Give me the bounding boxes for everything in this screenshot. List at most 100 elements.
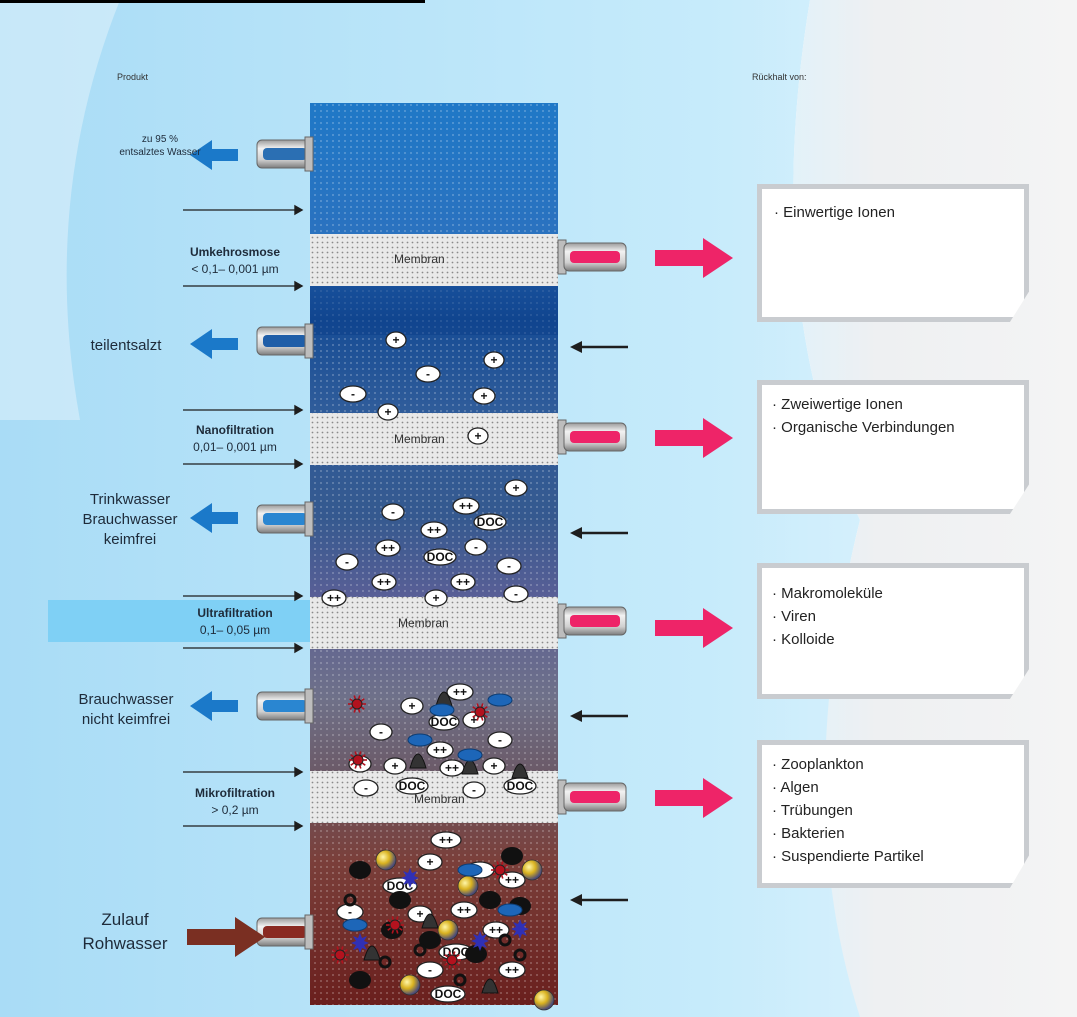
ion-symbol: ++	[505, 873, 519, 887]
ion-particle: +	[504, 479, 528, 497]
ion-shape	[335, 553, 359, 571]
retention-item-text: Makromoleküle	[781, 585, 883, 602]
ion-symbol: ++	[433, 743, 447, 757]
ion-particle: +	[472, 387, 496, 405]
ion-particle: +	[482, 757, 506, 775]
product-header: Produkt	[117, 72, 149, 82]
ion-particle: ++	[420, 521, 448, 539]
ion-symbol: +	[470, 713, 477, 727]
retention-item: · Kolloide	[772, 631, 835, 648]
ion-shape	[424, 589, 448, 607]
ion-particle: DOC	[428, 713, 460, 731]
product-line: zu 95 %	[141, 134, 179, 145]
ion-shape	[426, 741, 454, 759]
ion-symbol: -	[345, 555, 349, 569]
process-name: Ultrafiltration	[197, 606, 273, 620]
product-arrow-icon	[190, 691, 238, 721]
ion-particle: +	[424, 589, 448, 607]
pipe-inner	[263, 513, 307, 525]
ion-shape	[339, 385, 367, 403]
retention-item: · Makromoleküle	[772, 585, 883, 602]
ion-symbol: ++	[377, 575, 391, 589]
product-label-partial: teilentsalzt	[56, 336, 196, 356]
ion-shape	[415, 365, 441, 383]
retention-item-text: Organische Verbindungen	[781, 419, 955, 436]
ion-particle: DOC	[473, 513, 507, 531]
ion-symbol: ++	[489, 923, 503, 937]
retention-item: · Trübungen	[772, 802, 853, 819]
top-rule	[0, 0, 425, 3]
ion-particle: -	[464, 538, 488, 556]
ion-symbol: +	[408, 699, 415, 713]
ion-particle: -	[369, 723, 393, 741]
pipe-inner	[263, 335, 307, 347]
turbidity-icon	[465, 945, 487, 963]
macromolecule-icon	[511, 763, 529, 779]
virus-icon	[349, 751, 367, 769]
virus-icon	[348, 695, 366, 713]
retention-item-text: Zweiwertige Ionen	[781, 396, 903, 413]
pipe-fitting	[256, 501, 314, 537]
ion-shape	[487, 731, 513, 749]
ion-particle: +	[483, 351, 505, 369]
colloid-icon	[429, 703, 455, 717]
arrowhead-icon	[570, 894, 582, 906]
ion-shape	[498, 871, 526, 889]
virus-icon	[491, 861, 509, 879]
product-line: Zulauf	[101, 910, 149, 929]
suspended-particle-icon	[457, 875, 479, 897]
ion-symbol: -	[351, 387, 355, 401]
colloid-icon	[342, 918, 368, 932]
process-nf: Nanofiltration 0,01– 0,001 µm	[160, 422, 310, 456]
process-name: Umkehrosmose	[189, 245, 281, 259]
ion-symbol: DOC	[431, 715, 458, 729]
ion-particle: -	[496, 557, 522, 575]
virus-core	[446, 954, 458, 966]
ion-shape	[395, 777, 429, 795]
ion-symbol: +	[490, 759, 497, 773]
suspended-particle-icon	[533, 989, 555, 1011]
ion-shape	[369, 723, 393, 741]
product-line: Rohwasser	[82, 934, 168, 953]
ion-particle: -	[415, 365, 441, 383]
ion-symbol: ++	[327, 591, 341, 605]
retention-item: · Algen	[772, 779, 819, 796]
ion-symbol: +	[426, 855, 433, 869]
ion-particle: DOC	[430, 985, 466, 1003]
ion-symbol: -	[391, 505, 395, 519]
membrane-label: Membran	[394, 252, 445, 266]
colloid-icon	[487, 693, 513, 707]
retention-item: · Bakterien	[772, 825, 845, 842]
ion-particle: ++	[498, 871, 526, 889]
product-arrow-icon	[190, 329, 238, 359]
retentate-outlet-icon	[557, 603, 627, 639]
ion-particle: +	[417, 853, 443, 871]
ion-symbol: ++	[381, 541, 395, 555]
algae-icon	[413, 943, 427, 957]
pipe-inner	[570, 251, 620, 263]
ion-particle: +	[467, 427, 489, 445]
process-uf: Ultrafiltration 0,1– 0,05 µm	[160, 605, 310, 639]
pipe-inner	[263, 700, 307, 712]
suspended-particle-icon	[399, 974, 421, 996]
zooplankton-icon	[471, 931, 489, 951]
ion-shape	[450, 901, 478, 919]
ion-symbol: DOC	[477, 515, 504, 529]
ion-shape	[446, 683, 474, 701]
virus-core	[494, 864, 506, 876]
arrowhead-icon	[294, 280, 304, 292]
retention-item: · Zooplankton	[772, 756, 864, 773]
ion-particle: -	[339, 385, 367, 403]
ion-symbol: +	[512, 481, 519, 495]
ion-symbol: DOC	[507, 779, 534, 793]
product-line: keimfrei	[103, 531, 157, 548]
ion-shape	[353, 779, 379, 797]
retention-item-text: Suspendierte Partikel	[781, 848, 924, 865]
ion-shape	[483, 351, 505, 369]
ion-shape	[383, 757, 407, 775]
retention-item-text: Viren	[781, 608, 816, 625]
macromolecule-icon	[409, 753, 427, 769]
ion-symbol: -	[348, 905, 352, 919]
retention-item: · Einwertige Ionen	[774, 204, 895, 221]
colloid-icon	[407, 733, 433, 747]
